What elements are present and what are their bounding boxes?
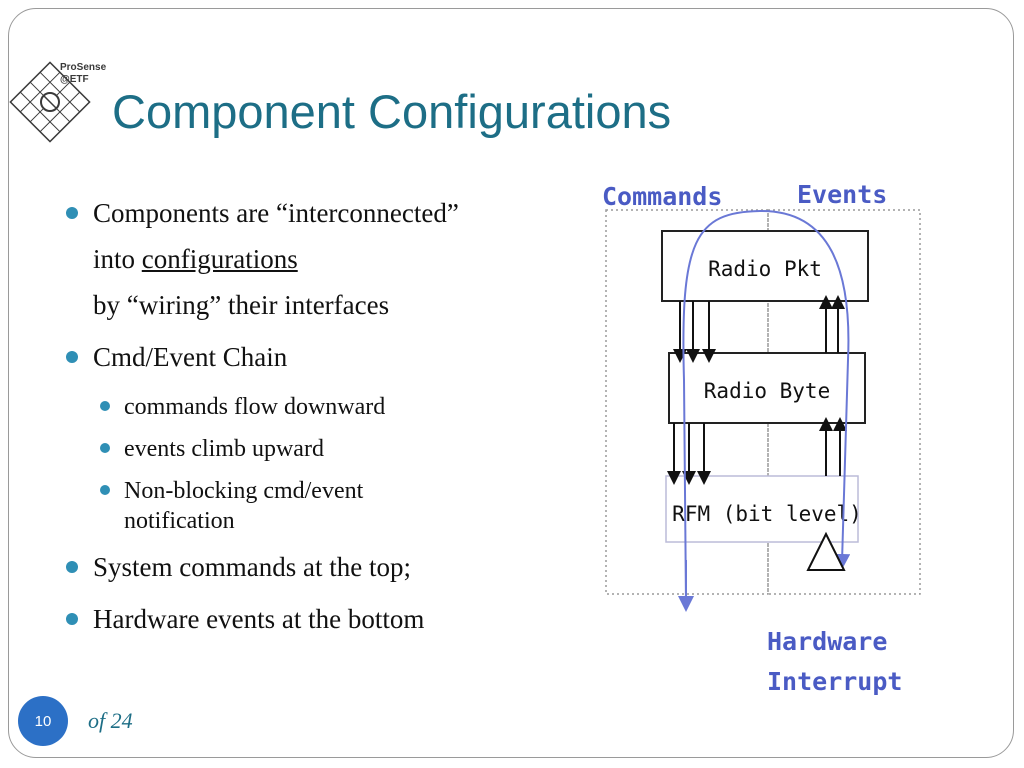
sub-bullet-non-blocking: Non-blocking cmd/event notification: [94, 470, 590, 544]
sub-bullet-non-blocking-line2: notification: [124, 508, 235, 534]
bullet-cmd-event-chain: Cmd/Event Chain: [60, 334, 590, 380]
sub-bullet-events: events climb upward: [94, 428, 590, 470]
bullet-components: Components are “interconnected” into con…: [60, 190, 590, 328]
bullet-components-line3: by “wiring” their interfaces: [93, 290, 390, 320]
prosense-logo-icon: [9, 61, 91, 143]
bullet-system-commands: System commands at the top;: [60, 544, 590, 590]
logo-line2: @ETF: [60, 74, 89, 85]
bullet-components-line1: Components are “interconnected”: [93, 198, 459, 228]
slide-title: Component Configurations: [112, 85, 672, 138]
bullet-components-line2: into configurations: [93, 236, 590, 282]
configurations-link[interactable]: configurations: [141, 244, 298, 274]
logo-text: ProSense @ETF: [60, 62, 106, 86]
sub-bullet-non-blocking-line1: Non-blocking cmd/event: [124, 478, 364, 504]
page-total: of 24: [88, 708, 133, 733]
bullet-hardware-events: Hardware events at the bottom: [60, 596, 590, 642]
bullet-components-prefix: into: [93, 244, 142, 274]
logo-line1: ProSense: [60, 62, 107, 73]
sub-bullet-commands: commands flow downward: [94, 386, 590, 428]
page-number-badge: 10: [18, 696, 68, 746]
bullet-list: Components are “interconnected” into con…: [60, 190, 590, 648]
